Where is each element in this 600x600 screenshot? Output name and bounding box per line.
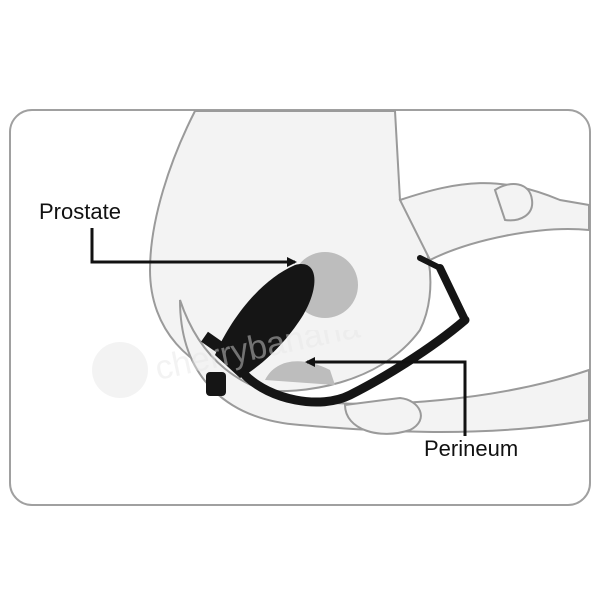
watermark-logo: cherrybanana <box>88 307 468 405</box>
perineum-arrow <box>305 357 467 436</box>
prostate-arrow <box>90 228 297 267</box>
perineum-shape <box>265 361 335 385</box>
device <box>201 255 470 407</box>
prostate-label: Prostate <box>39 199 121 224</box>
svg-text:cherrybanana: cherrybanana <box>152 330 363 388</box>
perineum-label: Perineum <box>424 436 519 461</box>
